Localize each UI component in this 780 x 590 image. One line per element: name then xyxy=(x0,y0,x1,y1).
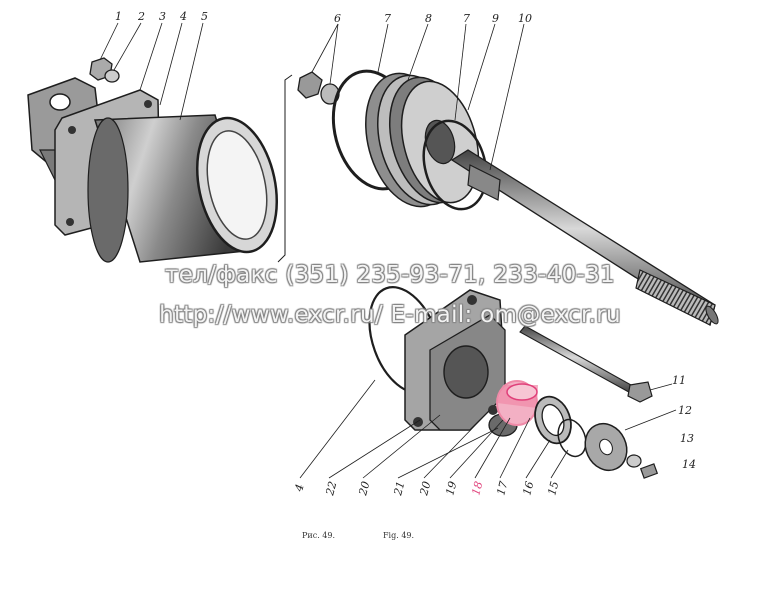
assembly-guide-line xyxy=(277,74,293,263)
bolt-part-11 xyxy=(519,325,653,403)
callout-b20a: 20 xyxy=(356,480,372,498)
piston-part-8 xyxy=(365,72,480,208)
callout-labels: 1 2 3 4 5 6 7 8 7 9 10 11 12 13 14 4 22 … xyxy=(115,10,696,498)
callout-b20b: 20 xyxy=(417,480,433,498)
washer-part-13 xyxy=(626,454,642,468)
callout-4: 4 xyxy=(179,10,187,23)
ring-part-15 xyxy=(557,418,587,458)
caption-ru: Рис. 49. xyxy=(302,531,336,540)
washer-part-2 xyxy=(104,69,120,83)
callout-b17: 17 xyxy=(494,480,510,497)
o-ring-part-7-right xyxy=(422,119,488,211)
bearing-part-16 xyxy=(534,395,572,445)
callout-11: 11 xyxy=(672,374,686,387)
callout-5: 5 xyxy=(201,10,208,23)
callout-14: 14 xyxy=(682,458,696,471)
callout-b21: 21 xyxy=(391,480,407,498)
callout-10: 10 xyxy=(518,12,532,25)
bushing-part-18-highlight xyxy=(496,380,538,426)
cover-part-12 xyxy=(584,422,628,472)
head-flange-part-22 xyxy=(404,289,506,431)
callout-b19: 19 xyxy=(443,480,459,497)
rod-part-10 xyxy=(450,149,719,327)
callout-b4: 4 xyxy=(292,483,307,494)
cylinder-barrel xyxy=(87,114,279,263)
callout-9: 9 xyxy=(492,12,499,25)
callout-2: 2 xyxy=(137,10,145,23)
callout-b18-highlight: 18 xyxy=(469,480,485,497)
callout-12: 12 xyxy=(678,404,692,417)
watermark-url-email: http://www.excr.ru/ E-mail: om@excr.ru xyxy=(159,302,621,328)
callout-1: 1 xyxy=(115,10,122,23)
callout-7b: 7 xyxy=(463,12,470,25)
callout-13: 13 xyxy=(680,432,694,445)
callout-7a: 7 xyxy=(384,12,391,25)
watermark-phone: тел/факс (351) 235-93-71, 233-40-31 xyxy=(165,262,615,288)
callout-3: 3 xyxy=(159,10,166,23)
callout-b22: 22 xyxy=(323,480,339,498)
callout-b16: 16 xyxy=(520,480,536,497)
callout-8: 8 xyxy=(425,12,432,25)
callout-6: 6 xyxy=(334,12,341,25)
nuts-part-6 xyxy=(297,71,340,105)
leader-lines xyxy=(99,22,677,479)
screw-part-14 xyxy=(639,463,659,479)
callout-b15: 15 xyxy=(545,480,561,497)
caption-en: Fig. 49. xyxy=(383,531,415,540)
